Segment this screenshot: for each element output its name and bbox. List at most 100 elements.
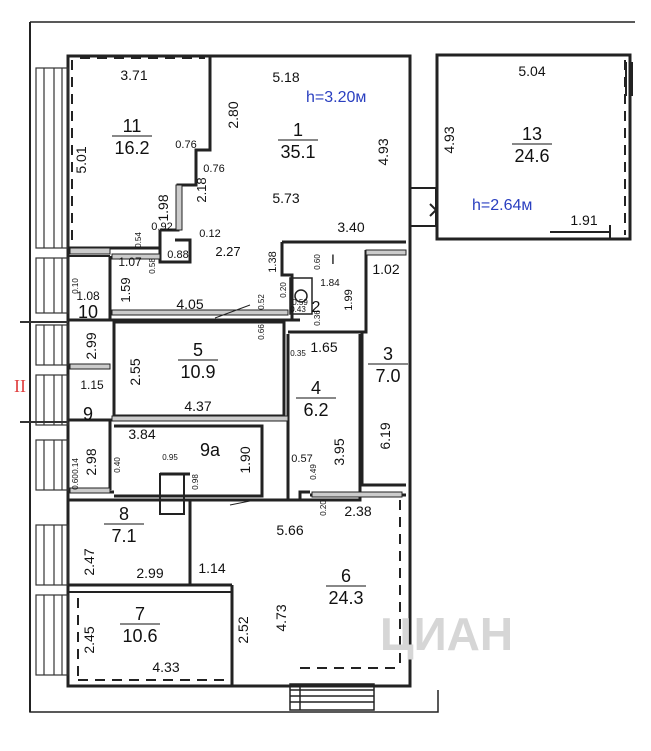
dimension-label: 0.52 — [257, 294, 266, 310]
dimension-label: 3.95 — [331, 438, 347, 465]
room-number: 7 — [135, 604, 145, 624]
dimension-label: 0.92 — [151, 221, 172, 233]
room-number: 1 — [293, 120, 303, 140]
dimension-label: 2.55 — [127, 358, 143, 385]
dimension-label: 0.76 — [175, 139, 196, 151]
dimension-label: 0.59 — [292, 298, 308, 307]
dimension-label: 4.37 — [184, 398, 211, 414]
dimension-label: 1.15 — [80, 378, 104, 392]
dimension-label: 4.05 — [176, 296, 203, 312]
dimension-label: 6.19 — [377, 422, 393, 449]
dimension-label: 5.66 — [276, 522, 303, 538]
room-area: 10.6 — [122, 626, 157, 646]
dimension-label: 1.99 — [343, 289, 355, 310]
entrance-steps — [289, 683, 375, 711]
dimension-label: 0.20 — [279, 282, 288, 298]
dimension-label: 0.98 — [191, 474, 200, 490]
room-number: 4 — [311, 378, 321, 398]
dimension-label: 2.99 — [83, 332, 99, 359]
interior-walls — [68, 56, 406, 686]
dimension-label: 2.47 — [81, 548, 97, 575]
dimension-label: 1.38 — [267, 251, 279, 272]
ceiling-height-main: h=3.20м — [306, 89, 366, 106]
dimension-label: 5.18 — [272, 69, 299, 85]
dashed-walls — [71, 57, 626, 681]
dimension-label: 0.35 — [290, 349, 306, 358]
room-number: 10 — [78, 302, 98, 322]
room-number: 8 — [119, 504, 129, 524]
dimension-label: 2.98 — [83, 448, 99, 475]
dimension-label: 0.57 — [291, 453, 312, 465]
annex-connector — [409, 62, 633, 240]
outer-walls — [29, 21, 635, 713]
windows-left — [20, 67, 69, 676]
dimension-label: 0.95 — [162, 453, 178, 462]
dimension-label: 4.33 — [152, 659, 179, 675]
dimension-label: 5.73 — [272, 190, 299, 206]
dimension-label: 4.93 — [441, 126, 457, 153]
room-number: 3 — [383, 344, 393, 364]
room-area: 35.1 — [280, 142, 315, 162]
room-area: 6.2 — [303, 400, 328, 420]
room-area: 24.6 — [514, 146, 549, 166]
dimension-label: 1.07 — [118, 255, 142, 269]
dimension-label: 0.88 — [167, 249, 188, 261]
room-number: 6 — [341, 566, 351, 586]
dimension-label: 0.10 — [71, 278, 80, 294]
dimension-label: 1.14 — [198, 560, 225, 576]
room-number: 9 — [83, 404, 93, 424]
dimension-label: 2.38 — [344, 503, 371, 519]
room-number: 9а — [200, 440, 221, 460]
dimension-label: 0.43 — [290, 305, 306, 314]
dimension-label: 1.98 — [155, 194, 171, 221]
dimension-label: 0.76 — [203, 163, 224, 175]
room-area: 7.1 — [111, 526, 136, 546]
room-number: 2 — [312, 299, 321, 316]
dimension-label: 2.80 — [225, 101, 241, 128]
dimension-label: 0.60 — [71, 474, 80, 490]
dimension-label: 0.36 — [313, 310, 322, 326]
floor-marker: II — [14, 376, 26, 396]
dimension-label: 1.90 — [237, 446, 253, 473]
room-number: I — [331, 251, 335, 267]
room-area: 7.0 — [375, 366, 400, 386]
dimension-label: 2.45 — [81, 626, 97, 653]
dimension-label: 0.12 — [199, 228, 220, 240]
dimension-label: 1.91 — [570, 212, 597, 228]
dimension-label: 0.14 — [71, 458, 80, 474]
door-swings — [214, 304, 256, 506]
dimension-label: 4.73 — [273, 604, 289, 631]
dimension-label: 2.18 — [194, 177, 209, 202]
dimension-label: 1.84 — [320, 278, 340, 289]
dimension-label: 2.99 — [136, 565, 163, 581]
room-number: 5 — [193, 340, 203, 360]
toilet-icon — [289, 277, 313, 315]
dimension-label: 2.52 — [235, 616, 251, 643]
dimension-label: 0.60 — [313, 254, 322, 270]
dimension-label: 2.27 — [215, 244, 240, 259]
hatch-marks — [69, 184, 407, 498]
dimension-label: 0.58 — [148, 258, 157, 274]
watermark: ЦИАН — [380, 608, 513, 660]
dimension-label: 3.40 — [337, 219, 364, 235]
dimension-label: 1.08 — [76, 289, 100, 303]
dimension-label: 5.01 — [73, 146, 89, 173]
room-number: 13 — [522, 124, 542, 144]
dimension-label: 1.02 — [372, 261, 399, 277]
labels: 135.1 2 37.0 46.2 510.9 624.3 710.6 87.1 9 9а 10 11… — [71, 63, 598, 675]
dimension-label: 0.54 — [134, 232, 143, 248]
ceiling-height-annex: h=2.64м — [472, 197, 532, 214]
dimension-label: 0.49 — [309, 464, 318, 480]
room-area: 24.3 — [328, 588, 363, 608]
dimension-label: 3.84 — [128, 426, 155, 442]
room-number: 11 — [123, 116, 142, 136]
dimension-label: 0.66 — [257, 324, 266, 340]
room-area: 16.2 — [114, 138, 149, 158]
dimension-label: 1.65 — [310, 339, 337, 355]
dimension-label: 0.40 — [113, 457, 122, 473]
room-area: 10.9 — [180, 362, 215, 382]
dimension-label: 0.20 — [319, 500, 328, 516]
dimension-label: 5.04 — [518, 63, 545, 79]
dimension-label: 3.71 — [120, 67, 147, 83]
